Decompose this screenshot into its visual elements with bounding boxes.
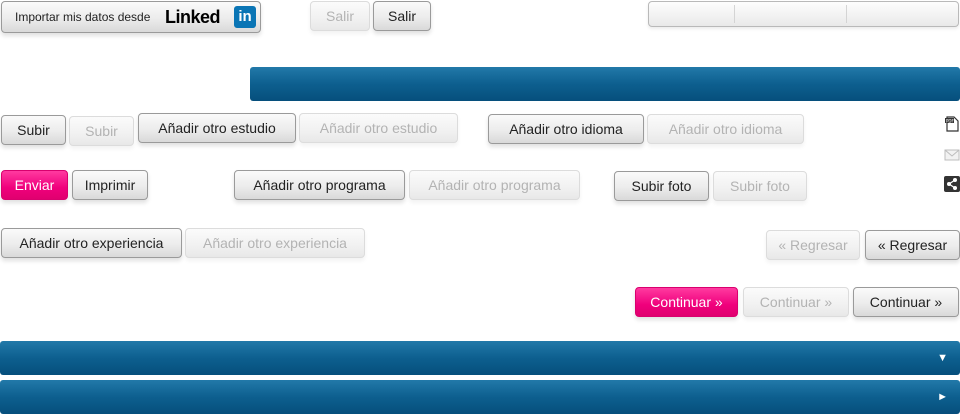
- linkedin-icon: in: [234, 6, 256, 28]
- segment-1[interactable]: [649, 2, 734, 26]
- add-study-button-disabled: Añadir otro estudio: [299, 113, 458, 143]
- collapsible-section-collapsed[interactable]: ►: [0, 380, 960, 414]
- segment-3[interactable]: [847, 2, 958, 26]
- add-study-button[interactable]: Añadir otro estudio: [138, 113, 296, 143]
- continue-button[interactable]: Continuar »: [853, 287, 959, 317]
- subir-button-disabled: Subir: [69, 116, 134, 146]
- segment-divider: [734, 5, 735, 23]
- pdf-icon[interactable]: PDF: [944, 116, 960, 132]
- subir-button[interactable]: Subir: [1, 115, 66, 145]
- upload-photo-button[interactable]: Subir foto: [614, 171, 709, 201]
- add-language-button[interactable]: Añadir otro idioma: [488, 114, 644, 144]
- add-program-button[interactable]: Añadir otro programa: [234, 170, 405, 200]
- segment-divider: [846, 5, 847, 23]
- continue-button-primary[interactable]: Continuar »: [635, 287, 738, 317]
- mail-icon[interactable]: [944, 147, 960, 163]
- salir-button[interactable]: Salir: [373, 1, 431, 31]
- collapsible-section-expanded[interactable]: ▼: [0, 341, 960, 375]
- add-program-button-disabled: Añadir otro programa: [409, 170, 580, 200]
- svg-text:PDF: PDF: [946, 118, 954, 123]
- add-experience-button[interactable]: Añadir otro experiencia: [1, 228, 182, 258]
- upload-photo-button-disabled: Subir foto: [713, 171, 807, 201]
- salir-button-disabled: Salir: [310, 1, 370, 31]
- add-language-button-disabled: Añadir otro idioma: [647, 114, 804, 144]
- linkedin-wordmark: Linked: [165, 7, 221, 27]
- add-experience-button-disabled: Añadir otro experiencia: [185, 228, 365, 258]
- section-header-bar: [250, 67, 960, 101]
- segment-2[interactable]: [735, 2, 846, 26]
- import-linkedin-button[interactable]: Importar mis datos desde Linked in: [1, 1, 261, 33]
- continue-button-disabled: Continuar »: [743, 287, 849, 317]
- imprimir-button[interactable]: Imprimir: [72, 170, 148, 200]
- import-label: Importar mis datos desde: [15, 10, 151, 24]
- enviar-button[interactable]: Enviar: [1, 170, 68, 200]
- back-button-disabled: « Regresar: [766, 230, 860, 260]
- segmented-control: [648, 1, 959, 27]
- chevron-right-icon: ►: [937, 391, 948, 403]
- back-button[interactable]: « Regresar: [865, 230, 960, 260]
- share-icon[interactable]: [944, 176, 960, 192]
- chevron-down-icon: ▼: [937, 352, 948, 364]
